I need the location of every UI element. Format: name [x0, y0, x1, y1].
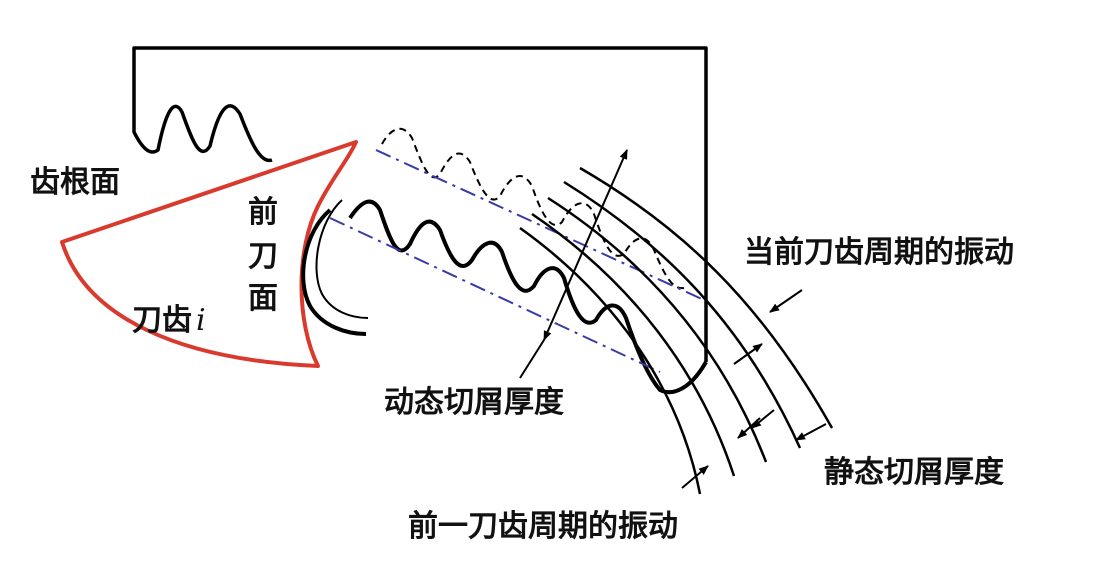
previous-vibration-arrow-b	[681, 465, 709, 489]
dynamic-thickness-arrow	[543, 149, 628, 341]
cutter-tooth-outline	[60, 140, 358, 368]
label-dynamic-chip-thickness: 动态切屑厚度	[384, 385, 564, 420]
current-vibration-surface	[348, 199, 708, 395]
label-rake-face-1: 前	[248, 195, 278, 230]
label-tooth-root-face: 齿根面	[30, 165, 120, 200]
dynamic-thickness-leader	[519, 339, 545, 379]
chip-curl-outer	[315, 199, 369, 319]
label-static-chip-thickness: 静态切屑厚度	[824, 455, 1004, 490]
current-vibration-arrow-a	[769, 289, 803, 313]
workpiece-outline	[132, 46, 708, 362]
label-rake-face-3: 面	[248, 281, 278, 316]
current-centerline	[329, 217, 661, 373]
label-current-tooth-vibration: 当前刀齿周期的振动	[744, 235, 1014, 270]
chip-curl	[301, 208, 367, 336]
label-previous-tooth-vibration: 前一刀齿周期的振动	[408, 509, 678, 544]
current-vibration-arrow-b	[733, 343, 763, 365]
previous-vibration-arrow-a	[737, 417, 761, 439]
label-tooth-index: i	[196, 303, 206, 338]
label-rake-face-2: 刀	[248, 239, 278, 274]
static-thickness-arrow-b	[795, 423, 827, 441]
label-cutter-tooth: 刀齿	[132, 303, 192, 338]
static-thickness-arrow-a	[751, 409, 775, 429]
